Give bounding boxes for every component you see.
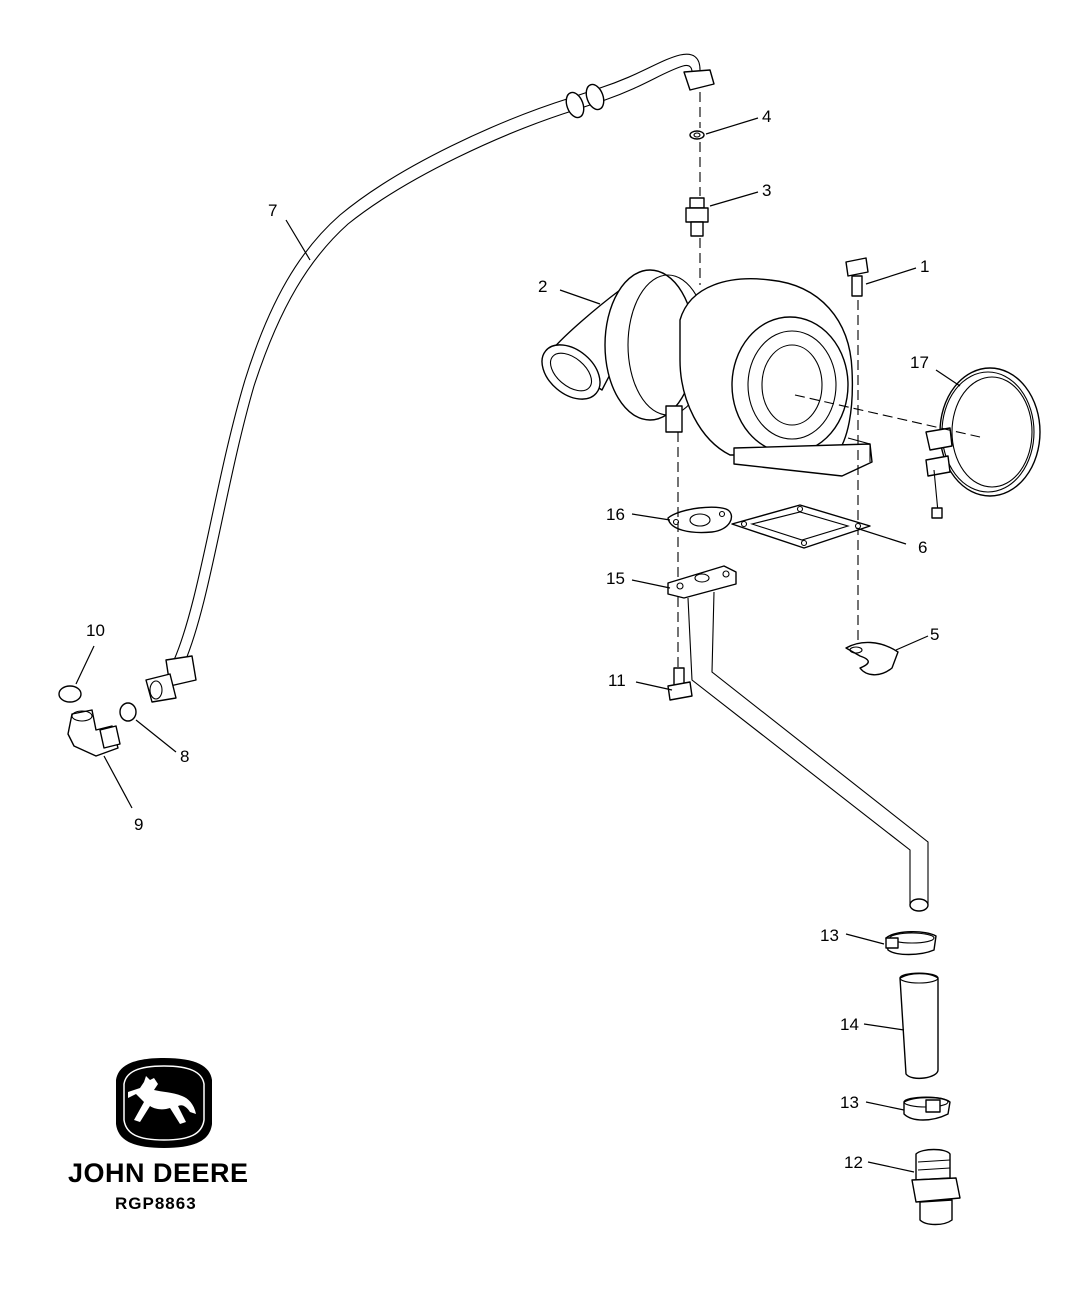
turbocharger-part-2 [541, 269, 873, 477]
hose-clamp-part-13-upper [885, 931, 937, 956]
callout-10: 10 [86, 621, 105, 640]
turbo-flange-gasket-part-6 [731, 504, 871, 549]
washer-part-4 [689, 130, 705, 140]
callout-14: 14 [840, 1015, 859, 1034]
callout-15: 15 [606, 569, 625, 588]
john-deere-logo: JOHN DEERE RGP8863 [68, 1058, 249, 1213]
callout-7: 7 [268, 201, 277, 220]
callout-6: 6 [918, 538, 927, 557]
figure-code: RGP8863 [115, 1194, 197, 1213]
v-band-clamp-part-17 [925, 367, 1041, 519]
drain-bolt-part-11 [667, 667, 693, 701]
oil-drain-tube-part-15 [667, 565, 929, 912]
callout-labels: 1 2 3 4 5 6 7 8 9 10 11 12 13 13 14 15 1… [86, 107, 939, 1172]
callout-4: 4 [762, 107, 771, 126]
callout-13-lower: 13 [840, 1093, 859, 1112]
o-ring-part-8 [119, 702, 137, 722]
clip-part-5 [845, 641, 899, 676]
callout-1: 1 [920, 257, 929, 276]
fitting-part-12 [911, 1148, 961, 1226]
leader-lines [75, 117, 961, 1173]
adapter-fitting-part-3 [685, 197, 709, 237]
callout-12: 12 [844, 1153, 863, 1172]
oil-supply-line-part-7 [145, 53, 715, 703]
callout-11: 11 [608, 671, 626, 690]
callout-16: 16 [606, 505, 625, 524]
hose-part-14 [899, 972, 939, 1080]
flange-bolt-part-1 [845, 257, 869, 297]
callout-3: 3 [762, 181, 771, 200]
deer-icon [128, 1076, 196, 1124]
callout-2: 2 [538, 277, 547, 296]
o-ring-part-10 [58, 685, 82, 703]
callout-17: 17 [910, 353, 929, 372]
elbow-fitting-part-9 [67, 709, 121, 757]
callout-5: 5 [930, 625, 939, 644]
callout-9: 9 [134, 815, 143, 834]
callout-8: 8 [180, 747, 189, 766]
callout-13-upper: 13 [820, 926, 839, 945]
oil-drain-gasket-part-16 [667, 506, 733, 534]
logo-brand-name: JOHN DEERE [68, 1158, 249, 1188]
hose-clamp-part-13-lower [903, 1096, 951, 1121]
